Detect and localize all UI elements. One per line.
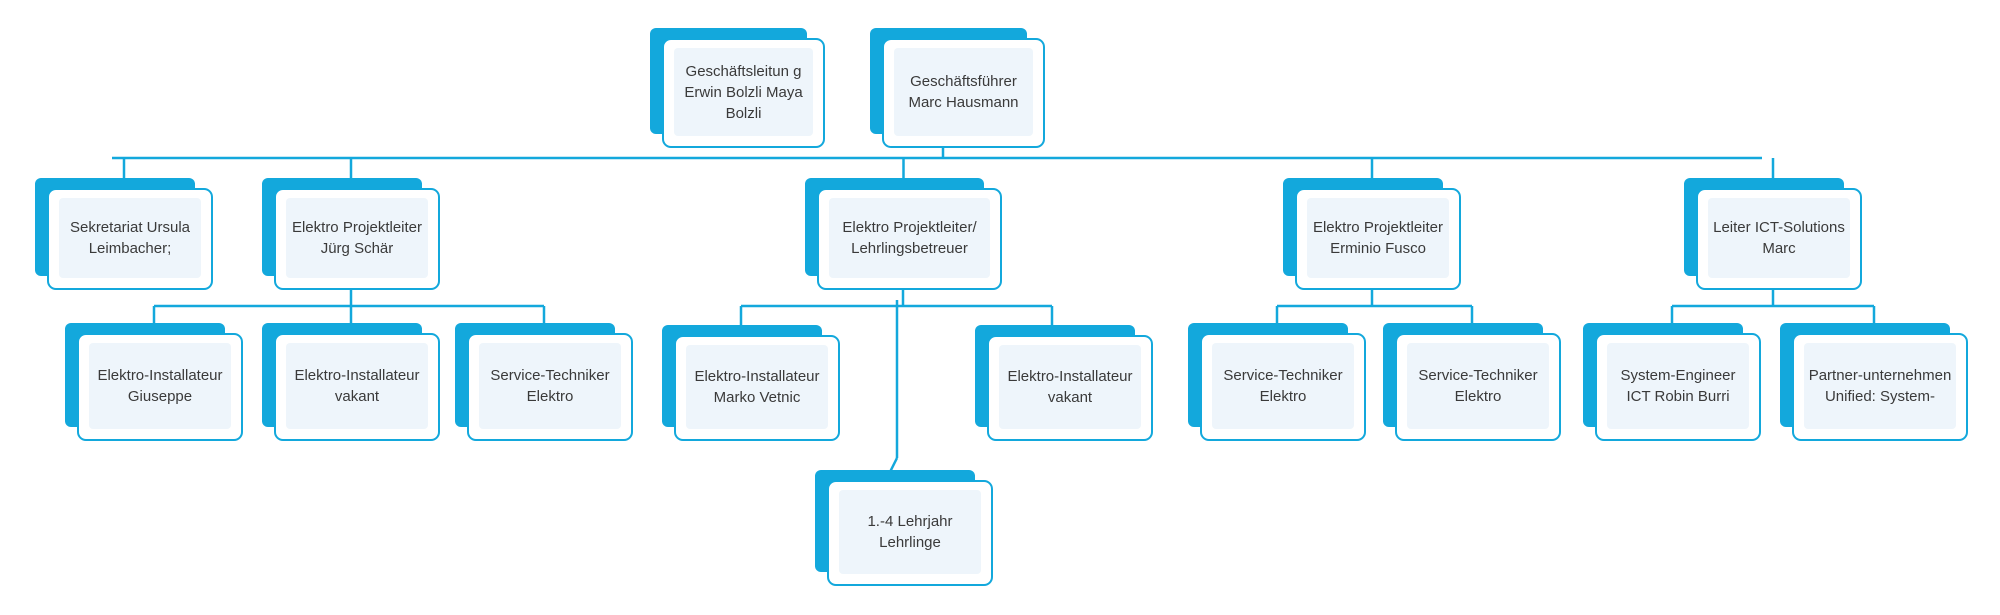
node-card: Service-Techniker Elektro <box>1200 333 1366 441</box>
node-label: Geschäftsleitun g Erwin Bolzli Maya Bolz… <box>684 62 803 122</box>
node-label-box: Elektro Projektleiter/ Lehrlingsbetreuer <box>829 198 990 278</box>
org-node-gf: Geschäftsführer Marc Hausmann <box>870 28 1045 148</box>
node-label: Elektro-Installateur vakant <box>294 367 420 405</box>
node-label: System-Engineer ICT Robin Burri <box>1620 367 1736 405</box>
node-card: Service-Techniker Elektro <box>467 333 633 441</box>
node-label: Service-Techniker Elektro <box>1223 367 1343 405</box>
node-label: Elektro Projektleiter Erminio Fusco <box>1312 219 1444 257</box>
node-card: Elektro Projektleiter Erminio Fusco <box>1295 188 1461 290</box>
org-node-gl: Geschäftsleitun g Erwin Bolzli Maya Bolz… <box>650 28 825 148</box>
node-card: Elektro-Installateur Giuseppe <box>77 333 243 441</box>
node-label-box: Elektro-Installateur Giuseppe <box>89 343 231 429</box>
node-label-box: Geschäftsleitun g Erwin Bolzli Maya Bolz… <box>674 48 813 136</box>
org-node-lehr: 1.-4 Lehrjahr Lehrlinge <box>815 470 993 586</box>
org-node-ei4: Elektro-Installateur vakant <box>975 325 1153 441</box>
node-label-box: Leiter ICT-Solutions Marc <box>1708 198 1850 278</box>
node-label-box: Elektro-Installateur Marko Vetnic <box>686 345 828 429</box>
node-card: System-Engineer ICT Robin Burri <box>1595 333 1761 441</box>
node-label: Service-Techniker Elektro <box>1418 367 1538 405</box>
node-label: Elektro-Installateur Giuseppe <box>97 367 223 405</box>
org-node-ei3: Elektro-Installateur Marko Vetnic <box>662 325 840 441</box>
org-node-ep3: Elektro Projektleiter Erminio Fusco <box>1283 178 1461 290</box>
node-label-box: Elektro Projektleiter Jürg Schär <box>286 198 428 278</box>
node-label-box: Sekretariat Ursula Leimbacher; <box>59 198 201 278</box>
node-label-box: 1.-4 Lehrjahr Lehrlinge <box>839 490 981 574</box>
node-label-box: Elektro-Installateur vakant <box>286 343 428 429</box>
org-node-st3: Service-Techniker Elektro <box>1383 323 1561 441</box>
node-label: 1.-4 Lehrjahr Lehrlinge <box>867 513 953 551</box>
node-label: Elektro-Installateur Marko Vetnic <box>694 368 820 406</box>
node-label-box: Elektro Projektleiter Erminio Fusco <box>1307 198 1449 278</box>
node-label-box: Elektro-Installateur vakant <box>999 345 1141 429</box>
node-card: 1.-4 Lehrjahr Lehrlinge <box>827 480 993 586</box>
node-label: Elektro Projektleiter Jürg Schär <box>291 219 423 257</box>
node-card: Elektro Projektleiter/ Lehrlingsbetreuer <box>817 188 1002 290</box>
org-node-ep2: Elektro Projektleiter/ Lehrlingsbetreuer <box>805 178 1002 290</box>
node-label-box: System-Engineer ICT Robin Burri <box>1607 343 1749 429</box>
node-label: Service-Techniker Elektro <box>490 367 610 405</box>
node-card: Geschäftsführer Marc Hausmann <box>882 38 1045 148</box>
node-card: Service-Techniker Elektro <box>1395 333 1561 441</box>
node-card: Elektro-Installateur vakant <box>274 333 440 441</box>
node-card: Elektro-Installateur Marko Vetnic <box>674 335 840 441</box>
node-card: Elektro-Installateur vakant <box>987 335 1153 441</box>
node-card: Geschäftsleitun g Erwin Bolzli Maya Bolz… <box>662 38 825 148</box>
node-card: Partner-unternehmen Unified: System- <box>1792 333 1968 441</box>
org-node-ei1: Elektro-Installateur Giuseppe <box>65 323 243 441</box>
node-label: Sekretariat Ursula Leimbacher; <box>69 219 191 257</box>
node-label-box: Service-Techniker Elektro <box>479 343 621 429</box>
node-label: Elektro Projektleiter/ Lehrlingsbetreuer <box>842 219 977 257</box>
node-label-box: Partner-unternehmen Unified: System- <box>1804 343 1956 429</box>
node-label: Geschäftsführer Marc Hausmann <box>908 73 1019 111</box>
node-label-box: Service-Techniker Elektro <box>1212 343 1354 429</box>
node-label-box: Geschäftsführer Marc Hausmann <box>894 48 1033 136</box>
org-node-st1: Service-Techniker Elektro <box>455 323 633 441</box>
org-node-pu: Partner-unternehmen Unified: System- <box>1780 323 1968 441</box>
org-node-se: System-Engineer ICT Robin Burri <box>1583 323 1761 441</box>
org-node-ict: Leiter ICT-Solutions Marc <box>1684 178 1862 290</box>
node-card: Sekretariat Ursula Leimbacher; <box>47 188 213 290</box>
node-label-box: Service-Techniker Elektro <box>1407 343 1549 429</box>
node-label: Partner-unternehmen Unified: System- <box>1808 367 1952 405</box>
node-card: Elektro Projektleiter Jürg Schär <box>274 188 440 290</box>
org-node-ei2: Elektro-Installateur vakant <box>262 323 440 441</box>
node-label: Leiter ICT-Solutions Marc <box>1713 219 1845 257</box>
org-node-sek: Sekretariat Ursula Leimbacher; <box>35 178 213 290</box>
node-card: Leiter ICT-Solutions Marc <box>1696 188 1862 290</box>
org-node-ep1: Elektro Projektleiter Jürg Schär <box>262 178 440 290</box>
org-node-st2: Service-Techniker Elektro <box>1188 323 1366 441</box>
node-label: Elektro-Installateur vakant <box>1007 368 1133 406</box>
